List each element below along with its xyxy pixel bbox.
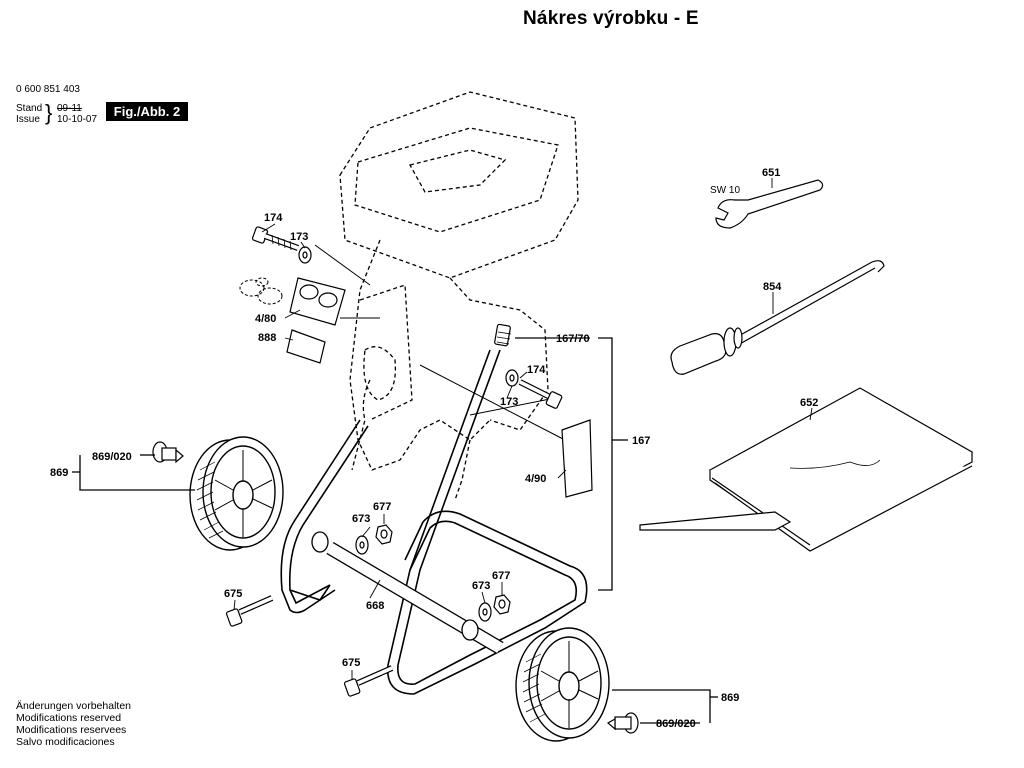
callout-675-right: 675: [342, 657, 360, 669]
bracket-869-left: [72, 454, 195, 491]
wheel-right: [515, 627, 610, 742]
handle-bolt-167-70: [494, 323, 512, 347]
callout-651: 651: [762, 167, 780, 179]
callout-869-right: 869: [721, 692, 739, 704]
nut-677-left: [375, 524, 393, 545]
bolt-174-lower: [518, 379, 563, 409]
callout-673-right: 673: [472, 580, 490, 592]
machine-housing-outline: [339, 91, 579, 501]
frame-668: [280, 349, 588, 695]
callout-174-upper: 174: [264, 212, 283, 224]
callout-174-lower: 174: [527, 364, 546, 376]
callout-167-70: 167/70: [556, 333, 590, 345]
plate-4-90: [561, 419, 593, 498]
callout-4-90: 4/90: [525, 473, 546, 485]
stand-value: 09-11: [57, 103, 82, 114]
hub-cap-869-020-right: [606, 712, 639, 734]
plate-4-80: [289, 277, 346, 326]
callout-888: 888: [258, 332, 276, 344]
callout-869-left: 869: [50, 467, 68, 479]
note-en: Modifications reserved: [16, 712, 122, 724]
issue-value: 10-10-07: [57, 114, 98, 125]
callout-869-020-right: 869/020: [656, 718, 696, 730]
manual-652: [639, 387, 974, 552]
callout-673-left: 673: [352, 513, 370, 525]
bolt-174-upper: [251, 226, 300, 251]
part-number: 0 600 851 403: [16, 84, 80, 95]
note-es: Salvo modificaciones: [16, 736, 115, 748]
callout-652: 652: [800, 397, 818, 409]
ghost-clamp-outline: [239, 277, 283, 305]
bolt-675-right: [343, 665, 394, 697]
callout-677-right: 677: [492, 570, 510, 582]
footer-notes: Änderungen vorbehalten Modifications res…: [16, 700, 131, 748]
callout-4-80: 4/80: [255, 313, 276, 325]
leader-lines: [314, 244, 566, 441]
bolt-675-left: [225, 595, 274, 627]
wrench-size-label: SW 10: [710, 185, 740, 196]
note-de: Änderungen vorbehalten: [16, 700, 132, 712]
axle: [311, 531, 504, 655]
callout-leaders: [233, 178, 813, 680]
note-fr: Modifications reservees: [16, 724, 127, 736]
hub-cap-869-020-left: [152, 441, 184, 464]
wheel-left: [189, 436, 284, 551]
label-sticker-888: [286, 329, 326, 364]
issue-label: Issue: [16, 114, 40, 125]
callout-173-lower: 173: [500, 396, 518, 408]
callout-675-left: 675: [224, 588, 242, 600]
nut-677-right: [493, 594, 511, 615]
washer-673-left: [355, 535, 369, 555]
callout-854: 854: [763, 281, 782, 293]
callout-167: 167: [632, 435, 650, 447]
brace-symbol: }: [45, 100, 53, 125]
wrench-651: [715, 179, 824, 229]
page-title: Nákres výrobku - E: [523, 8, 699, 29]
washer-173-upper: [298, 246, 312, 264]
crank-handle-854: [670, 260, 885, 375]
bracket-167: [515, 337, 628, 591]
washer-673-right: [478, 602, 492, 622]
figure-label: Fig./Abb. 2: [106, 102, 188, 121]
callout-173-upper: 173: [290, 231, 308, 243]
callout-677-left: 677: [373, 501, 391, 513]
stand-label: Stand: [16, 103, 43, 114]
washer-173-lower: [505, 369, 519, 387]
callout-668: 668: [366, 600, 384, 612]
bracket-869-right: [612, 689, 718, 724]
callout-869-020-left: 869/020: [92, 451, 132, 463]
